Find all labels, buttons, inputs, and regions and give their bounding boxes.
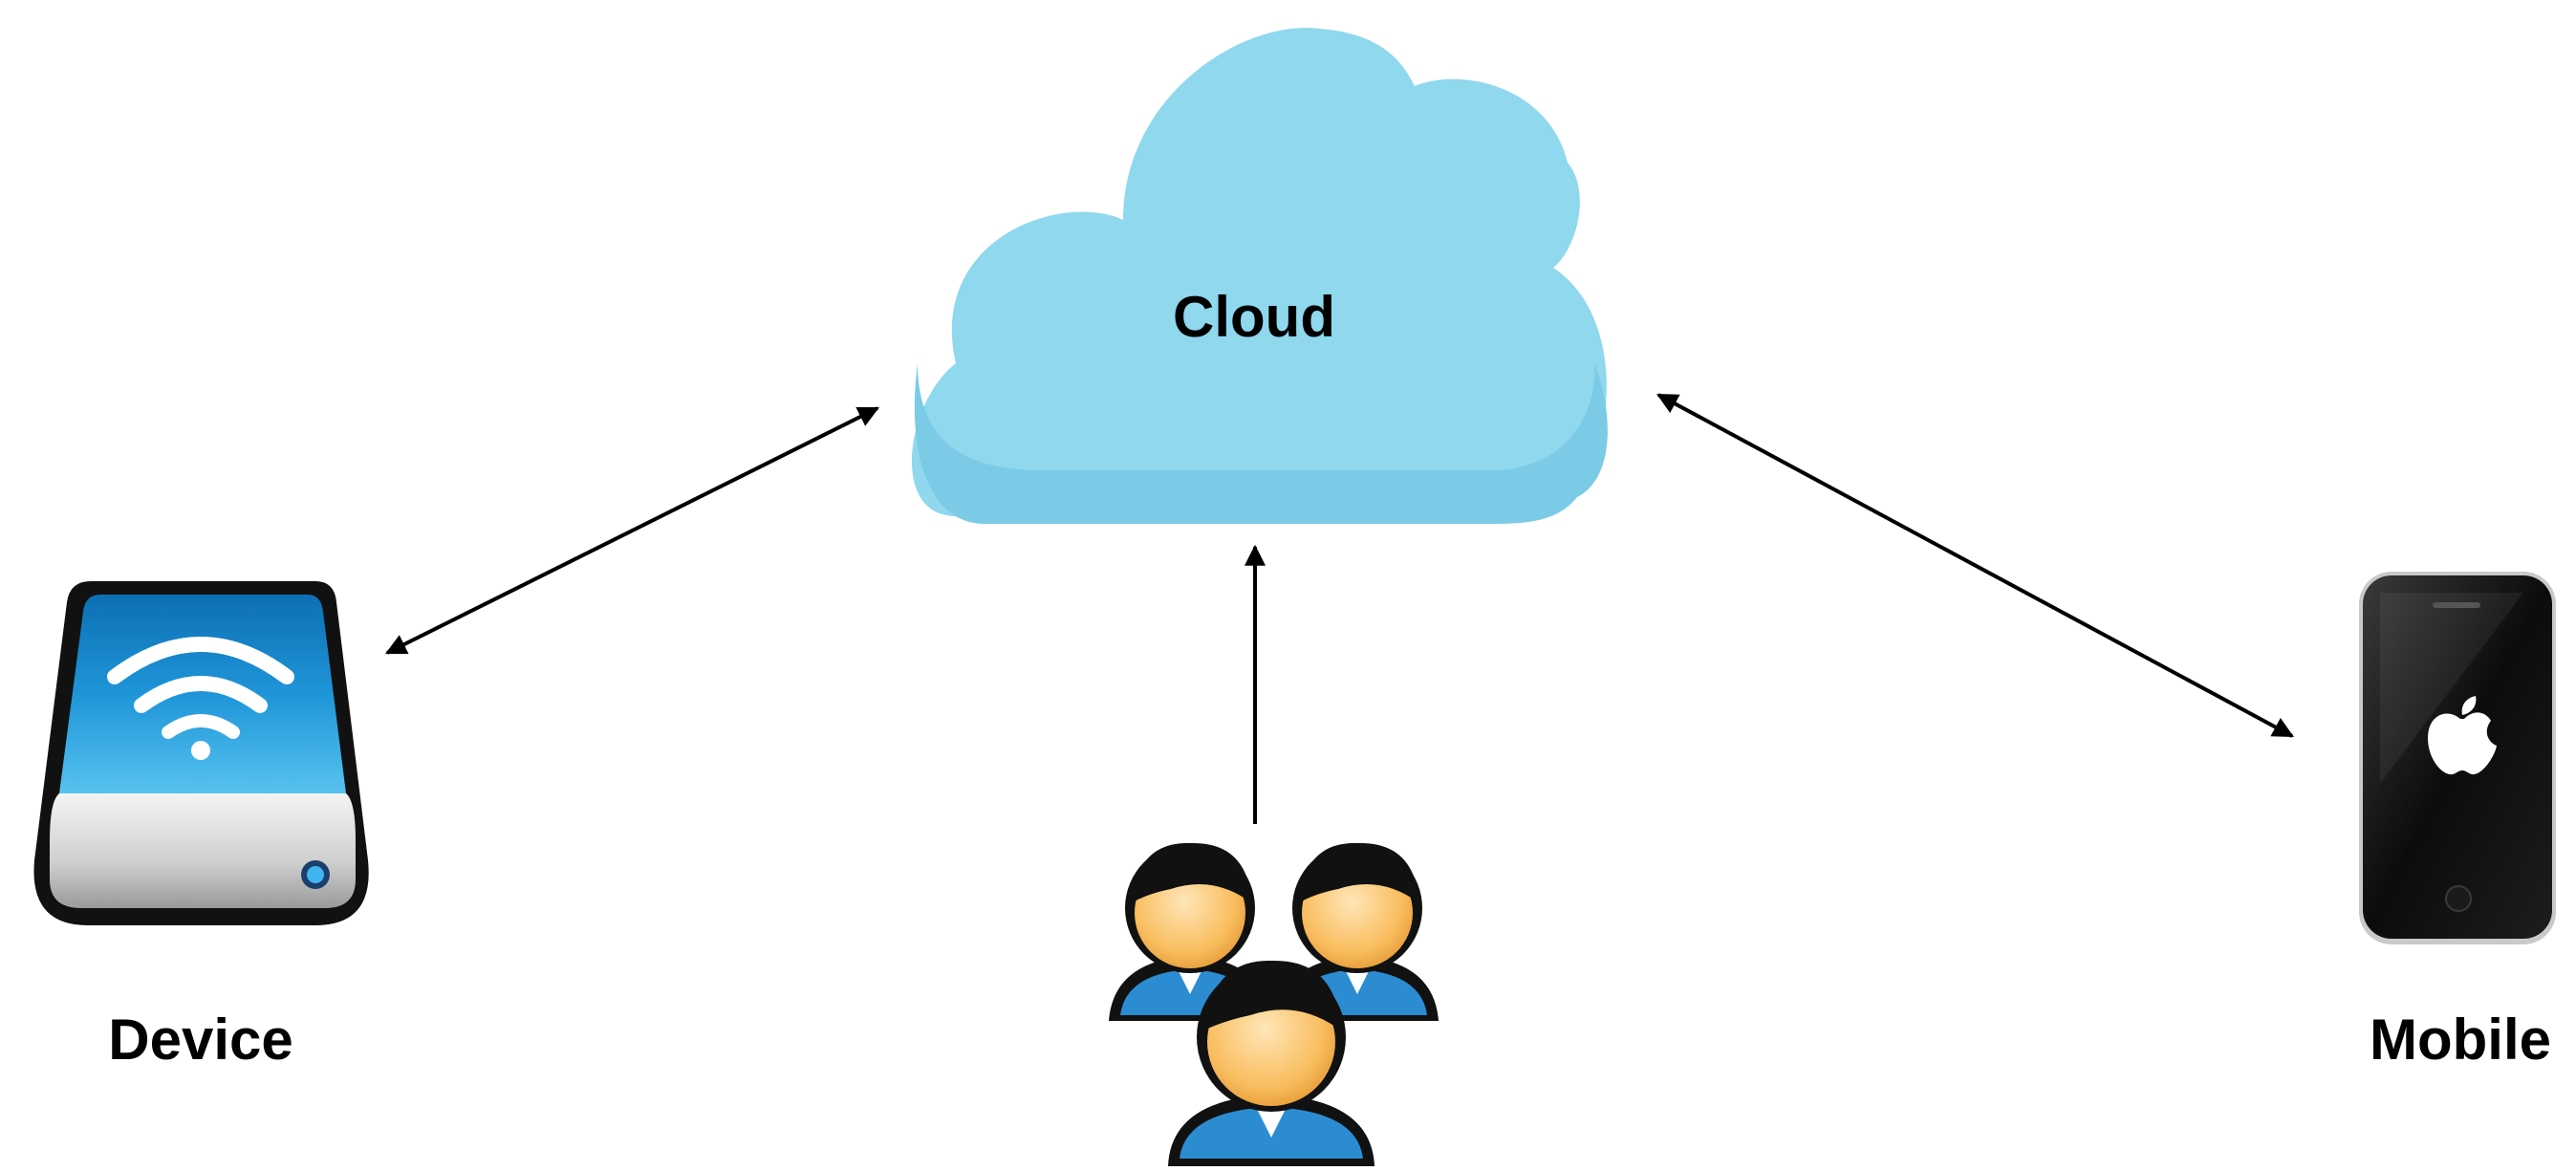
mobile-label: Mobile (2370, 1008, 2551, 1072)
cloud-icon (912, 28, 1608, 525)
connections (385, 393, 2294, 824)
device-node: Device (33, 581, 369, 1072)
edge-device-cloud (385, 406, 879, 655)
mobile-node: Mobile (2359, 572, 2556, 1072)
edge-mobile-cloud (1656, 393, 2294, 738)
users-node (1109, 842, 1439, 1166)
cloud-node: Cloud (912, 28, 1608, 525)
users-group-icon (1109, 842, 1439, 1166)
smartphone-icon (2359, 572, 2556, 944)
cloud-label: Cloud (1173, 285, 1335, 349)
user-icon (1168, 960, 1375, 1166)
wifi-drive-icon (33, 581, 369, 925)
device-label: Device (108, 1008, 292, 1072)
